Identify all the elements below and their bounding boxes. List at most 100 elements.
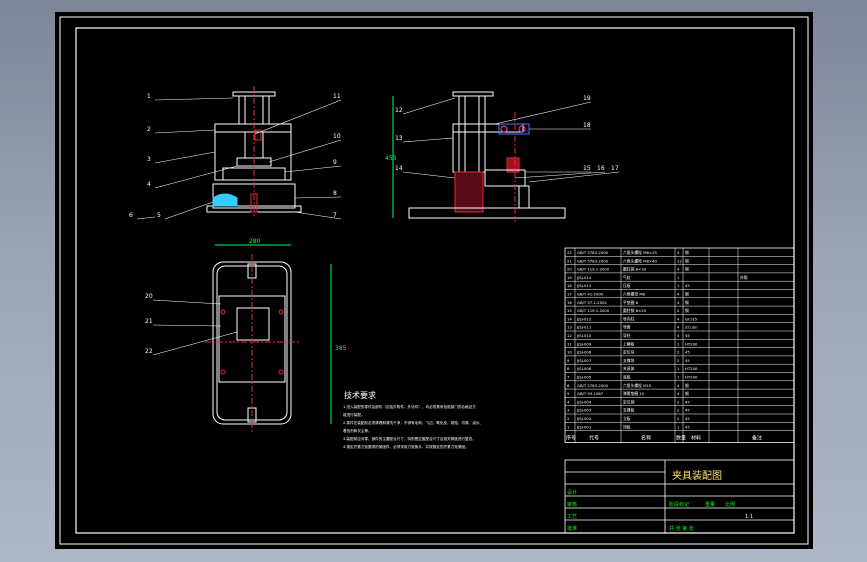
tech-req-line: 2.零件在装配前必须清理和清洗干净，不得有毛刺、飞边、氧化皮、锈蚀、切屑、油污、 [343, 420, 483, 425]
bom-cell: 45 [685, 399, 690, 404]
bom-cell: 压板 [623, 283, 631, 288]
tech-req-line: 1.进入装配的零件及部件（包括外购件、外协件），均必须具有检验部门的合格证方 [343, 404, 476, 409]
side-view [392, 91, 566, 222]
bom-cell: 14 [567, 316, 572, 321]
bom-cell: 45 [685, 408, 690, 413]
front-leader-7 [294, 211, 342, 220]
tb-design: 设计 [567, 489, 577, 496]
bom-cell: 12 [677, 258, 682, 263]
top-leader-21 [152, 324, 222, 327]
bom-cell: 4 [567, 399, 570, 404]
front-leader-3 [154, 151, 216, 164]
bom-cell: GB/T 41-2000 [577, 292, 604, 297]
bom-cell: 钢 [685, 308, 689, 313]
bom-cell: 钢 [685, 250, 689, 255]
tech-req-line: 4.规定拧紧力矩要求的紧固件，必须采用力矩扳手，并按规定的拧紧力矩紧固。 [343, 444, 469, 449]
side-base-right [518, 185, 530, 209]
bom-cell: 4 [677, 333, 680, 338]
side-upper-plate [452, 123, 524, 133]
bom-cell: 定位块 [623, 350, 635, 355]
front-label-8: 8 [333, 190, 337, 197]
side-leader-14 [402, 171, 456, 179]
bom-cell: 1 [677, 424, 680, 429]
bom-cell: 2 [677, 358, 680, 363]
bom-cell: JJSJ-009 [576, 341, 592, 346]
bom-cell: GB/T 5783-2000 [577, 383, 609, 388]
bom-cell: 4 [677, 391, 680, 396]
top-clamp-plate [236, 307, 270, 341]
bom-cell: 2 [677, 408, 680, 413]
top-pin-hole-4 [278, 369, 284, 375]
front-label-10: 10 [333, 133, 341, 140]
bom-cell: 10 [567, 350, 572, 355]
bom-cell: JJSJ-014 [576, 275, 592, 280]
bom-cell: 1 [677, 283, 680, 288]
bom-cell: 11 [567, 341, 572, 346]
dim-side-height: 453 [385, 155, 397, 162]
bom-cell: 2 [567, 416, 570, 421]
side-label-17: 17 [611, 165, 619, 172]
bom-cell: 9 [567, 358, 570, 363]
bom-cell: 2 [677, 399, 680, 404]
tech-req-line: 着色剂和灰尘等。 [343, 428, 372, 433]
bom-cell: 18 [567, 283, 572, 288]
bom-cell: GCr15 [685, 316, 698, 321]
tb-approve: 批准 [567, 525, 577, 532]
bom-frame [564, 247, 795, 444]
bom-cell: 19 [567, 275, 572, 280]
bom-cell: JJSJ-011 [576, 325, 592, 330]
front-workpiece [212, 193, 238, 207]
bom-cell: 20 [567, 267, 572, 272]
top-pin-hole-1 [220, 309, 226, 315]
tb-process: 工艺 [567, 514, 577, 520]
bom-cell: 钢 [685, 267, 689, 272]
top-view [205, 244, 332, 432]
side-base [408, 207, 566, 219]
front-leader-6 [136, 216, 156, 220]
bom-header: 材料 [691, 435, 701, 442]
bom-cell: JJSJ-013 [576, 283, 592, 288]
bom-cell: 7 [567, 375, 570, 380]
bom-cell: 16 [567, 300, 572, 305]
bom-header: 序号 [566, 435, 576, 442]
bom-cell: 6 [567, 383, 570, 388]
front-label-6: 6 [129, 212, 133, 219]
bom-cell: GB/T 119.1-2000 [577, 308, 610, 313]
front-frame [214, 131, 292, 181]
bom-cell: 4 [677, 267, 680, 272]
front-leader-1 [154, 97, 234, 101]
bom-cell: 12 [567, 333, 572, 338]
bom-cell: 8 [567, 366, 570, 371]
bom-cell: 上模板 [623, 341, 635, 346]
tech-req-line: 能进行装配。 [343, 412, 365, 417]
bom-cell: 1 [677, 366, 680, 371]
front-leader-5 [164, 201, 214, 220]
bom-cell: 45 [685, 350, 690, 355]
bom-cell: JJSJ-006 [576, 366, 592, 371]
bom-cell: 4 [677, 325, 680, 330]
bom-cell: 45 [685, 333, 690, 338]
bom-cell: 底板 [623, 375, 631, 380]
bom-cell: 支撑块 [623, 358, 635, 363]
side-label-19: 19 [583, 95, 591, 102]
bom-cell: 钢 [685, 292, 689, 297]
bom-cell: 钢 [685, 391, 689, 396]
bom-cell: 4 [677, 250, 680, 255]
tb-stage: 阶段标记 [669, 501, 689, 508]
bom-cell: HT200 [685, 366, 698, 371]
bom-cell: 导向柱 [623, 316, 635, 321]
bom-cell: 顶板 [623, 424, 631, 429]
bom-cell: JJSJ-003 [576, 408, 592, 413]
front-leader-4 [154, 165, 238, 189]
side-leader-19 [494, 101, 592, 125]
side-cylinder-port-2 [518, 125, 526, 133]
bom-cell: 22 [567, 250, 572, 255]
bom-cell: 外购 [740, 275, 748, 280]
side-workpiece-red [506, 157, 520, 173]
inner-frame [75, 27, 795, 534]
bom-cell: 3 [567, 408, 570, 413]
side-right-block [484, 169, 526, 187]
side-label-14: 14 [395, 165, 403, 172]
